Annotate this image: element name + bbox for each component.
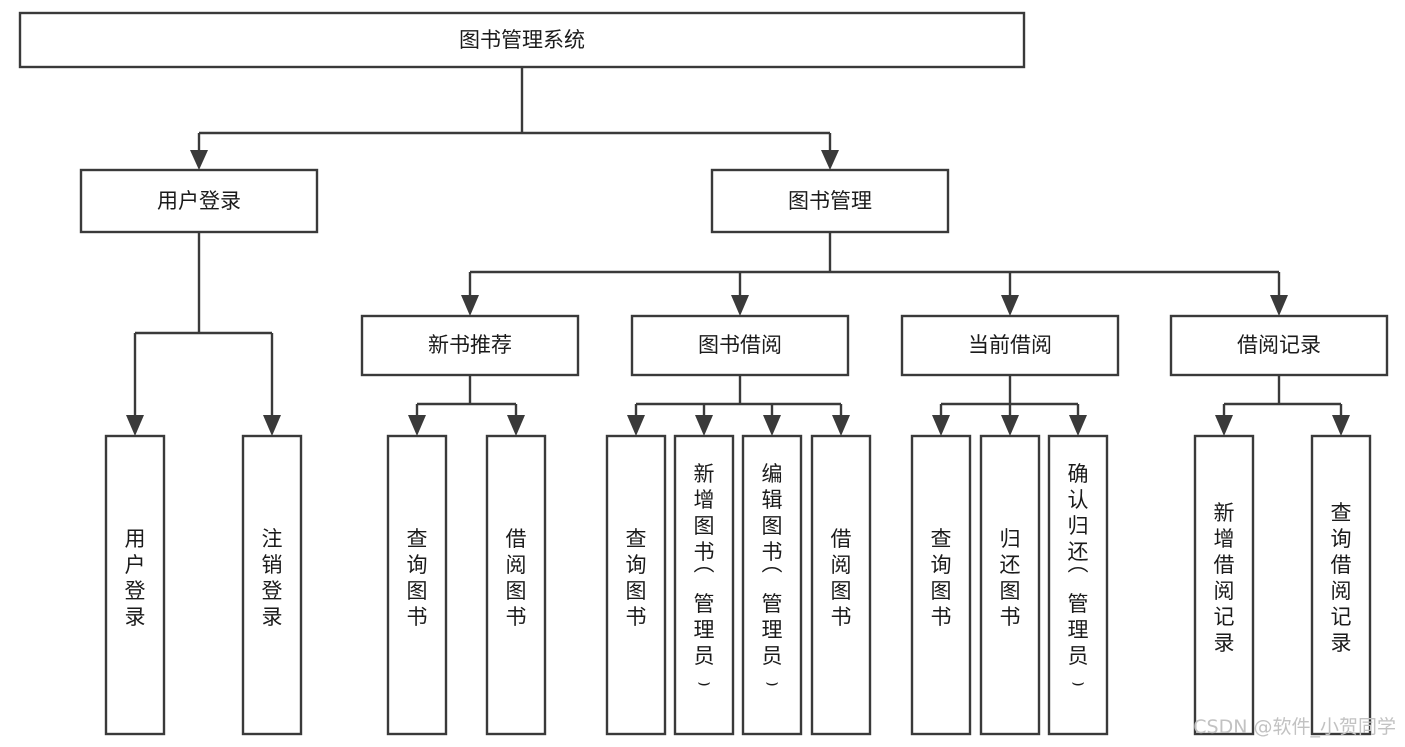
leaf-bookborrow-borrow-box (810, 434, 872, 736)
leaf-user-login-login[interactable]: 用户登录 (104, 434, 166, 736)
node-current-borrow[interactable]: 当前借阅 (900, 314, 1120, 377)
leaf-bookborrow-add-box (673, 434, 735, 736)
leaf-newbook-borrow-label: 借阅图书 (506, 527, 527, 629)
node-user-login-box (79, 168, 319, 234)
leaf-currentborrow-return[interactable]: 归还图书 (979, 434, 1041, 736)
node-borrow-record-box (1169, 314, 1389, 377)
connector-layer (126, 67, 1350, 436)
leaf-currentborrow-confirm-box (1047, 434, 1109, 736)
node-borrow-record[interactable]: 借阅记录 (1169, 314, 1389, 377)
node-current-borrow-box (900, 314, 1120, 377)
node-root-label: 图书管理系统 (459, 28, 585, 52)
node-root-box (18, 11, 1026, 69)
leaf-user-login-logout[interactable]: 注销登录 (241, 434, 303, 736)
leaf-currentborrow-confirm-label: 确认归还⌒管理员⌣ (1068, 462, 1089, 694)
node-new-book-recommend-box (360, 314, 580, 377)
leaf-currentborrow-return-box (979, 434, 1041, 736)
arrow-to-leaf-cb-2 (1001, 415, 1019, 436)
leaf-bookborrow-borrow[interactable]: 借阅图书 (810, 434, 872, 736)
leaf-currentborrow-query-label: 查询图书 (931, 527, 952, 629)
arrow-to-leaf-nb-2 (507, 415, 525, 436)
leaf-borrowrecord-add-box (1193, 434, 1255, 736)
node-book-management[interactable]: 图书管理 (710, 168, 950, 234)
node-book-management-label: 图书管理 (788, 189, 872, 213)
node-user-login[interactable]: 用户登录 (79, 168, 319, 234)
arrow-to-bookmgmt (821, 150, 839, 170)
leaf-user-login-logout-box (241, 434, 303, 736)
arrow-to-leaf-bb-2 (695, 415, 713, 436)
leaf-borrowrecord-add[interactable]: 新增借阅记录 (1193, 434, 1255, 736)
arrow-to-new-book (461, 295, 479, 316)
leaf-borrowrecord-add-label: 新增借阅记录 (1214, 501, 1235, 655)
leaf-user-login-login-box (104, 434, 166, 736)
leaf-currentborrow-query-box (910, 434, 972, 736)
leaf-bookborrow-edit-label: 编辑图书⌒管理员⌣ (762, 462, 783, 694)
arrow-to-leaf-bb-4 (832, 415, 850, 436)
leaf-newbook-query[interactable]: 查询图书 (386, 434, 448, 736)
leaf-borrowrecord-query-box (1310, 434, 1372, 736)
node-book-borrow-label: 图书借阅 (698, 333, 782, 357)
arrow-to-userlogin (190, 150, 208, 170)
arrow-to-leaf-user-login (126, 415, 144, 436)
arrow-to-book-borrow (731, 295, 749, 316)
leaf-bookborrow-edit[interactable]: 编辑图书⌒管理员⌣ (741, 434, 803, 736)
leaf-newbook-borrow[interactable]: 借阅图书 (485, 434, 547, 736)
arrow-to-current-borrow (1001, 295, 1019, 316)
node-new-book-recommend-label: 新书推荐 (428, 333, 512, 357)
node-book-borrow-box (630, 314, 850, 377)
node-borrow-record-label: 借阅记录 (1237, 333, 1321, 357)
node-root[interactable]: 图书管理系统 (18, 11, 1026, 69)
leaf-currentborrow-confirm[interactable]: 确认归还⌒管理员⌣ (1047, 434, 1109, 736)
arrow-to-leaf-logout (263, 415, 281, 436)
leaf-bookborrow-query[interactable]: 查询图书 (605, 434, 667, 736)
arrow-to-leaf-bb-3 (763, 415, 781, 436)
node-book-borrow[interactable]: 图书借阅 (630, 314, 850, 377)
leaf-bookborrow-borrow-label: 借阅图书 (831, 527, 852, 629)
leaf-bookborrow-edit-box (741, 434, 803, 736)
arrow-to-borrow-record (1270, 295, 1288, 316)
leaf-currentborrow-return-label: 归还图书 (1000, 527, 1021, 629)
leaf-newbook-borrow-box (485, 434, 547, 736)
leaf-bookborrow-add[interactable]: 新增图书⌒管理员⌣ (673, 434, 735, 736)
arrow-to-leaf-br-2 (1332, 415, 1350, 436)
leaf-bookborrow-query-label: 查询图书 (626, 527, 647, 629)
leaf-borrowrecord-query[interactable]: 查询借阅记录 (1310, 434, 1372, 736)
node-current-borrow-label: 当前借阅 (968, 333, 1052, 357)
leaf-bookborrow-add-label: 新增图书⌒管理员⌣ (694, 462, 715, 694)
arrow-to-leaf-cb-3 (1069, 415, 1087, 436)
node-book-management-box (710, 168, 950, 234)
leaf-currentborrow-query[interactable]: 查询图书 (910, 434, 972, 736)
node-new-book-recommend[interactable]: 新书推荐 (360, 314, 580, 377)
leaf-newbook-query-label: 查询图书 (407, 527, 428, 629)
csdn-watermark: CSDN @软件_小贺同学 (1193, 716, 1396, 738)
leaf-user-login-logout-label: 注销登录 (262, 527, 283, 629)
arrow-to-leaf-br-1 (1215, 415, 1233, 436)
arrow-to-leaf-cb-1 (932, 415, 950, 436)
node-user-login-label: 用户登录 (157, 189, 241, 213)
leaf-newbook-query-box (386, 434, 448, 736)
leaf-user-login-login-label: 用户登录 (125, 527, 146, 629)
leaf-bookborrow-query-box (605, 434, 667, 736)
arrow-to-leaf-bb-1 (627, 415, 645, 436)
arrow-to-leaf-nb-1 (408, 415, 426, 436)
leaf-borrowrecord-query-label: 查询借阅记录 (1331, 501, 1352, 655)
